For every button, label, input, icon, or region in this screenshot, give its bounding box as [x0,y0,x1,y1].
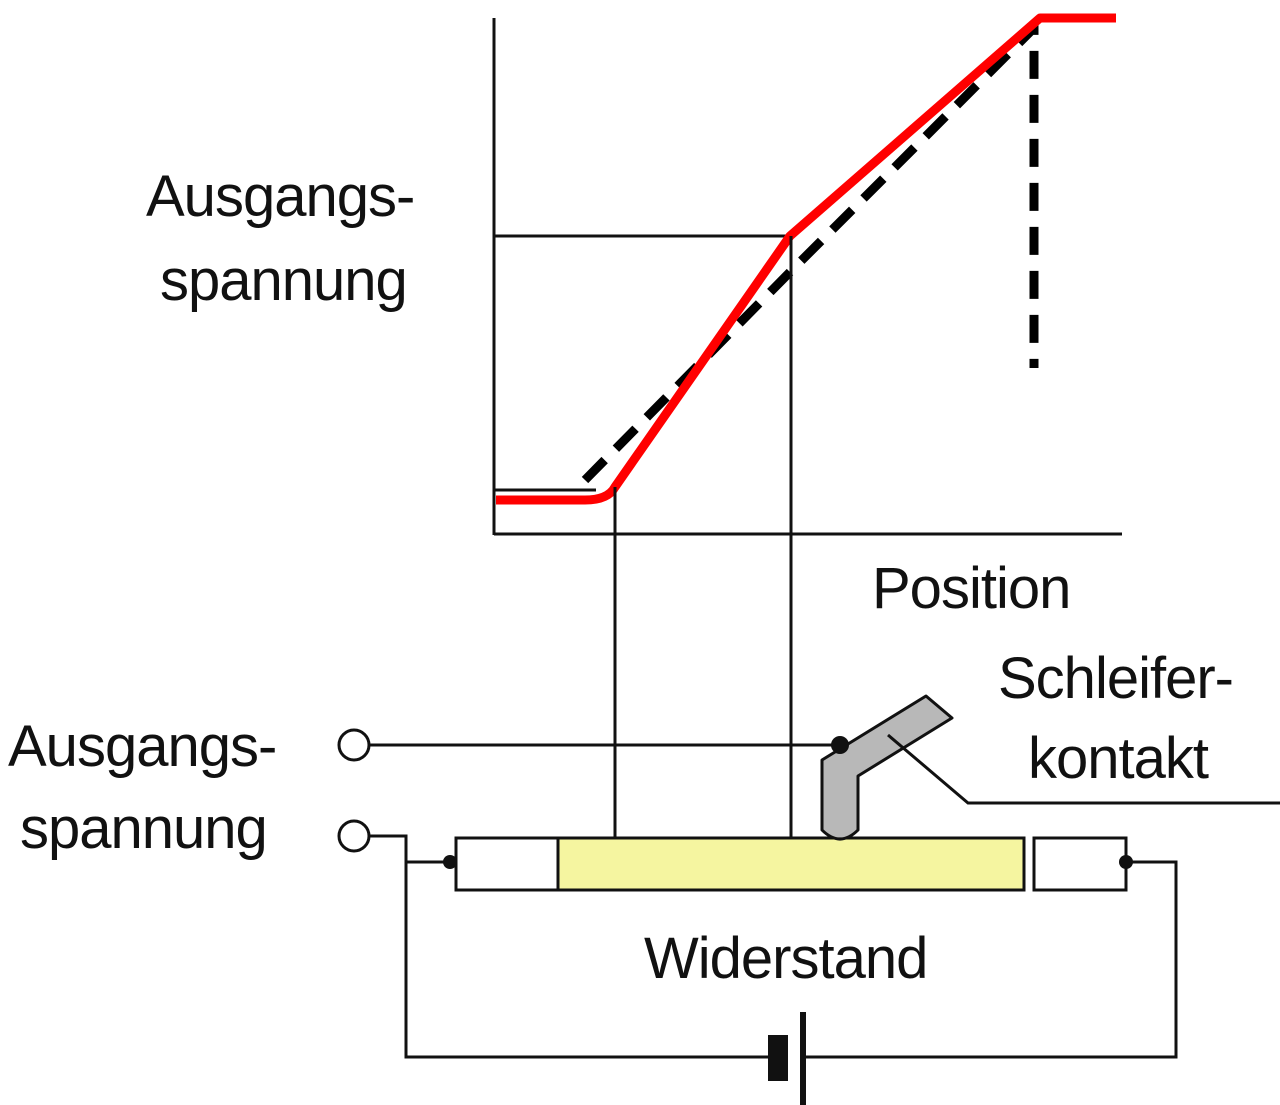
connection-dot-right [1119,855,1133,869]
wiper-label-line1: Schleifer- [998,646,1233,711]
resistor-end-right [1032,836,1128,892]
output-wire-bottom [369,834,408,862]
resistive-track [556,836,1026,892]
actual-curve [496,13,1116,505]
ideal-curve [581,17,1039,484]
resistor-label: Widerstand [644,926,927,991]
output-terminal-bottom [337,819,371,853]
graph-x-label: Position [872,556,1070,621]
wiper-callout-line [887,733,1280,805]
battery-negative-plate [768,1035,788,1081]
projection-lines [613,236,793,858]
wiper-label-line2: kontakt [1028,726,1209,791]
graph-y-label-line1: Ausgangs- [146,164,414,229]
circuit: Ausgangs- spannung Schleifer- kontakt Wi… [8,646,1280,1105]
wiper-connection-dot [831,736,849,754]
resistor-end-left [454,836,560,892]
terminal-label-line1: Ausgangs- [8,714,276,779]
graph-y-label-line2: spannung [160,248,407,313]
battery-circuit-wire [404,860,780,1059]
battery-positive-plate [800,1012,806,1105]
connection-dot-left [443,855,457,869]
wiper-contact [820,694,954,841]
output-terminal-top [337,728,371,762]
battery-circuit-wire-right [806,860,1178,1059]
terminal-label-line2: spannung [20,796,267,861]
graph: Ausgangs- spannung Position [146,13,1122,621]
